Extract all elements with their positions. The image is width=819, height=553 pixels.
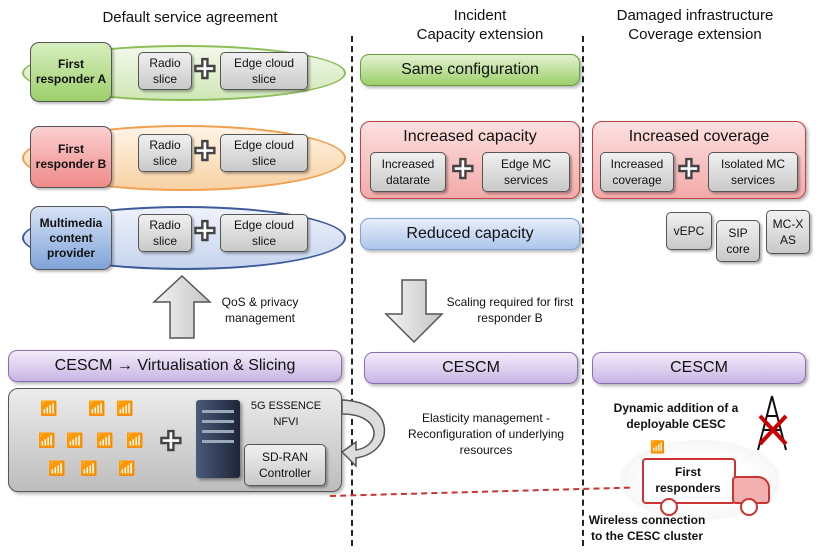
radio-slice-mm: Radio slice xyxy=(138,214,192,252)
radio-slice-a: Radio slice xyxy=(138,52,192,90)
header-incident-line1: Incident xyxy=(453,7,507,24)
reduced-capacity-bar: Reduced capacity xyxy=(360,218,580,250)
down-arrow-icon xyxy=(384,279,444,344)
qos-note: QoS & privacy management xyxy=(221,295,299,325)
cescm-incident-bar: CESCM xyxy=(364,352,578,384)
header-default-service: Default service agreement xyxy=(102,9,278,26)
radio-slice-b: Radio slice xyxy=(138,134,192,172)
tag-first-responder-b: First responder B xyxy=(30,126,112,188)
sdran-controller: SD-RAN Controller xyxy=(244,444,326,486)
wireless-connection-note: Wireless connection to the CESC cluster xyxy=(588,513,706,543)
header-incident-line2: Capacity extension xyxy=(416,26,544,43)
antenna-icon: 📶 xyxy=(40,400,58,416)
nfvi-label: 5G ESSENCE NFVI xyxy=(250,400,322,428)
separator-left xyxy=(351,36,353,546)
edge-cloud-slice-b: Edge cloud slice xyxy=(220,134,308,172)
cescm-virtualisation-bar: CESCM → Virtualisation & Slicing xyxy=(8,350,342,382)
antenna-icon: 📶 xyxy=(48,460,66,476)
mcx-as: MC-X AS xyxy=(766,210,810,254)
plus-icon: ✚ xyxy=(159,426,182,456)
elasticity-note: Elasticity management - Reconfiguration … xyxy=(407,411,565,457)
truck-body xyxy=(642,458,736,504)
scaling-note: Scaling required for first responder B xyxy=(446,295,574,325)
separator-right xyxy=(582,36,584,546)
plus-icon: ✚ xyxy=(193,54,216,84)
truck-antenna-icon: 📶 xyxy=(650,440,665,454)
wheel-icon xyxy=(740,498,758,516)
server-icon xyxy=(196,400,240,478)
antenna-icon: 📶 xyxy=(126,432,144,448)
plus-icon: ✚ xyxy=(193,216,216,246)
wireless-link xyxy=(329,486,630,497)
increased-coverage: Increased coverage xyxy=(600,152,674,192)
up-arrow-icon xyxy=(152,274,212,339)
header-incident: Incident Capacity extension xyxy=(375,6,585,44)
header-coverage-line2: Coverage extension xyxy=(628,26,762,43)
tag-multimedia-provider: Multimedia content provider xyxy=(30,206,112,270)
wheel-icon xyxy=(660,498,678,516)
plus-icon: ✚ xyxy=(677,154,700,184)
antenna-icon: 📶 xyxy=(66,432,84,448)
same-configuration-bar: Same configuration xyxy=(360,54,580,86)
edge-cloud-slice-mm: Edge cloud slice xyxy=(220,214,308,252)
antenna-icon: 📶 xyxy=(88,400,106,416)
vepc: vEPC xyxy=(666,212,712,250)
dynamic-addition-note: Dynamic addition of a deployable CESC xyxy=(613,401,739,431)
antenna-icon: 📶 xyxy=(38,432,56,448)
curved-arrow-icon xyxy=(340,399,386,468)
increased-capacity-title: Increased capacity xyxy=(403,128,537,145)
antenna-icon: 📶 xyxy=(80,460,98,476)
antenna-icon: 📶 xyxy=(116,400,134,416)
antenna-icon: 📶 xyxy=(118,460,136,476)
tag-first-responder-a: First responder A xyxy=(30,42,112,102)
edge-mc-services: Edge MC services xyxy=(482,152,570,192)
increased-datarate: Increased datarate xyxy=(370,152,446,192)
plus-icon: ✚ xyxy=(451,154,474,184)
antenna-icon: 📶 xyxy=(96,432,114,448)
edge-cloud-slice-a: Edge cloud slice xyxy=(220,52,308,90)
isolated-mc-services: Isolated MC services xyxy=(708,152,798,192)
tower-icon xyxy=(757,395,788,451)
header-coverage: Damaged infrastructure Coverage extensio… xyxy=(590,6,800,44)
cescm-coverage-bar: CESCM xyxy=(592,352,806,384)
header-coverage-line1: Damaged infrastructure xyxy=(616,7,774,24)
first-responders-label: First responders xyxy=(655,465,721,495)
plus-icon: ✚ xyxy=(193,136,216,166)
increased-coverage-title: Increased coverage xyxy=(628,128,770,145)
sip-core: SIP core xyxy=(716,220,760,262)
